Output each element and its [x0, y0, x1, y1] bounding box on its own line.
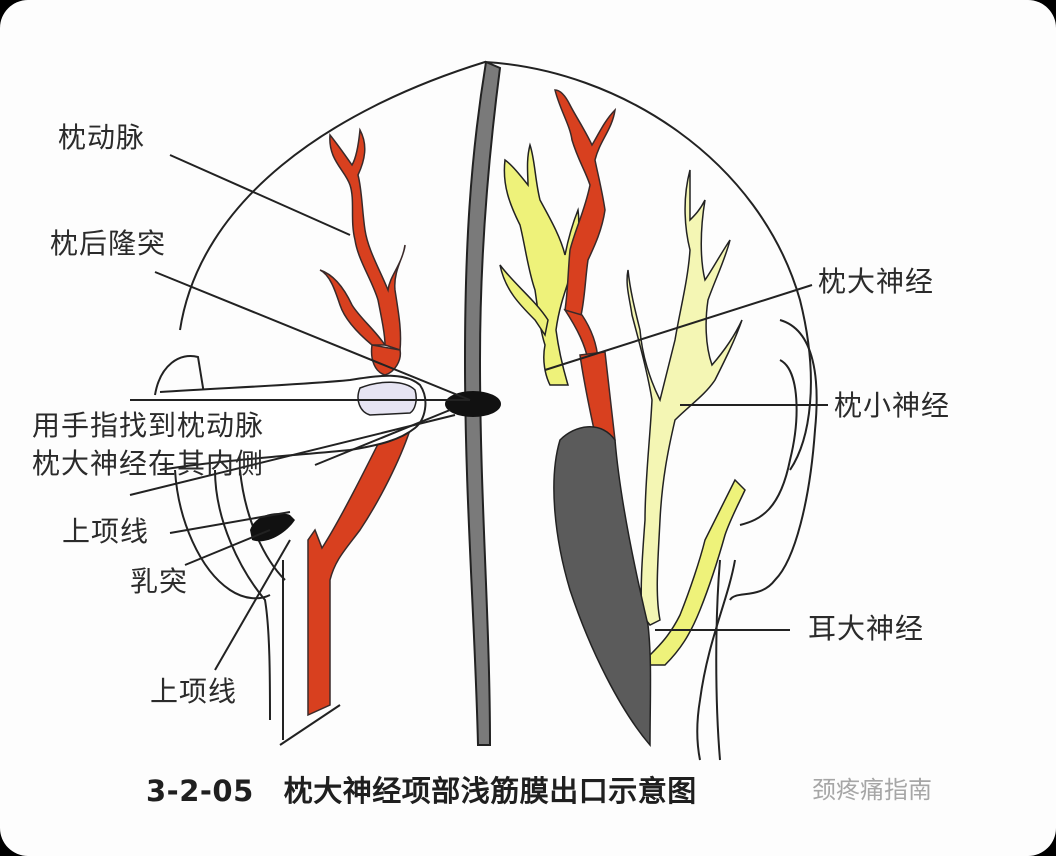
- left-occipital-artery-lower: [307, 429, 412, 717]
- figure-title: 枕大神经项部浅筋膜出口示意图: [283, 774, 697, 808]
- right-ear: [729, 319, 818, 601]
- label-great-auricular-nerve: 耳大神经: [808, 612, 925, 645]
- left-occipital-artery: [319, 127, 406, 376]
- label-finger-instruction-1: 用手指找到枕动脉: [32, 409, 265, 442]
- label-greater-occipital-nerve: 枕大神经: [818, 265, 935, 298]
- label-lesser-occipital-nerve: 枕小神经: [834, 389, 951, 422]
- leader-lines-right: [544, 284, 828, 631]
- greater-occipital-nerve-branches: [499, 142, 580, 386]
- label-superior-nuchal-line-2: 上项线: [150, 675, 238, 708]
- great-auricular-nerve: [649, 478, 746, 666]
- label-external-occipital-protuberance: 枕后隆突: [50, 227, 167, 260]
- external-occipital-protuberance-mark: [445, 391, 501, 417]
- lesser-occipital-nerve-branch: [626, 169, 743, 626]
- head-outline: [179, 60, 812, 471]
- midline-septum: [463, 60, 502, 746]
- sternocleidomastoid-muscle: [553, 426, 652, 748]
- label-occipital-artery: 枕动脉: [58, 121, 146, 154]
- label-superior-nuchal-line-1: 上项线: [62, 515, 150, 548]
- figure-caption: 3-2-05 枕大神经项部浅筋膜出口示意图: [146, 768, 697, 810]
- label-mastoid-process: 乳突: [130, 565, 189, 598]
- figure-number: 3-2-05: [146, 774, 254, 808]
- label-finger-instruction-2: 枕大神经在其内侧: [32, 447, 265, 480]
- left-ear: [154, 355, 206, 401]
- watermark: 颈疼痛指南: [812, 776, 932, 804]
- fingernail: [357, 381, 417, 416]
- leader-lines-left: [129, 154, 471, 671]
